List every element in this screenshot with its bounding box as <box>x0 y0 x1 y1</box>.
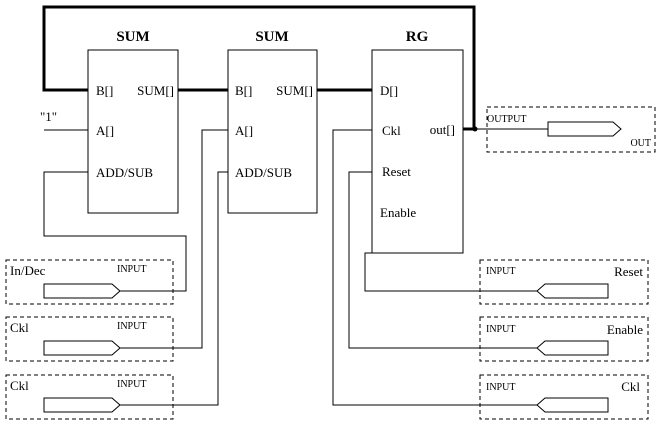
sum2-port-a: A[] <box>235 123 253 138</box>
sum1-port-b: B[] <box>96 83 113 98</box>
sum-block-1-body <box>87 49 179 214</box>
input-pin-reset-kind: INPUT <box>486 266 515 277</box>
input-pin-reset: INPUT Reset <box>479 259 649 305</box>
rg-block-body <box>371 49 464 254</box>
rg-port-out: out[] <box>430 122 455 137</box>
ckl2-wire <box>120 171 228 406</box>
output-pin-out: OUTPUT OUT <box>486 106 656 153</box>
rg-reset-wire <box>348 171 537 349</box>
input-pin-ckl-2-frame <box>5 374 174 420</box>
input-pin-ckl-rg-name: Ckl <box>621 379 640 394</box>
input-pin-ckl-1-frame <box>5 316 174 362</box>
input-pin-reset-shape <box>536 283 609 299</box>
input-pin-ckl-2: Ckl INPUT <box>5 374 174 420</box>
sum-block-2-title: SUM <box>255 29 288 45</box>
rg-port-reset: Reset <box>382 164 411 179</box>
input-pin-reset-name: Reset <box>614 264 643 279</box>
input-pin-ckl-2-name: Ckl <box>10 378 29 393</box>
input-pin-indec-name: In/Dec <box>10 263 46 278</box>
input-pin-enable-shape <box>536 340 609 356</box>
input-pin-indec-kind: INPUT <box>117 264 146 275</box>
input-pin-enable: INPUT Enable <box>479 316 649 362</box>
input-pin-ckl-1-kind: INPUT <box>117 321 146 332</box>
input-pin-enable-frame <box>479 316 649 362</box>
input-pin-ckl-rg-kind: INPUT <box>486 382 515 393</box>
rg-block-title: RG <box>406 29 429 45</box>
rg-ckl-wire <box>332 129 537 406</box>
junction-dot <box>472 126 478 132</box>
sum-block-1-title: SUM <box>116 29 149 45</box>
sum2-port-b: B[] <box>235 83 252 98</box>
input-pin-ckl-rg-shape <box>536 397 609 413</box>
input-pin-ckl-2-kind: INPUT <box>117 379 146 390</box>
input-pin-indec: In/Dec INPUT <box>5 259 174 305</box>
sum1-port-addsub: ADD/SUB <box>96 165 153 180</box>
sum1-port-sum: SUM[] <box>137 83 174 98</box>
input-pin-ckl-rg-frame <box>479 374 649 420</box>
sum-block-2-body <box>227 49 318 214</box>
input-pin-ckl-1-name: Ckl <box>10 320 29 335</box>
input-pin-ckl-rg: INPUT Ckl <box>479 374 649 420</box>
ckl1-wire <box>120 129 228 349</box>
sum-block-1: SUM B[] SUM[] A[] ADD/SUB <box>87 29 179 214</box>
sum2-port-sum: SUM[] <box>276 83 313 98</box>
output-pin-out-name: OUT <box>630 138 651 149</box>
sum1-port-a: A[] <box>96 123 114 138</box>
sum-block-2: SUM B[] SUM[] A[] ADD/SUB <box>227 29 318 214</box>
constant-one-label: "1" <box>40 109 57 124</box>
rg-port-d: D[] <box>380 83 398 98</box>
input-pin-enable-name: Enable <box>607 322 643 337</box>
rg-port-ckl: Ckl <box>382 123 401 138</box>
input-pin-enable-kind: INPUT <box>486 324 515 335</box>
rg-block: RG D[] Ckl out[] Reset Enable <box>371 29 464 254</box>
input-pin-ckl-1-shape <box>43 340 121 356</box>
output-pin-out-shape <box>547 121 622 137</box>
input-pin-reset-frame <box>479 259 649 305</box>
sum2-port-addsub: ADD/SUB <box>235 165 292 180</box>
input-pin-ckl-2-shape <box>43 397 121 413</box>
output-pin-out-frame <box>486 106 656 153</box>
output-pin-out-kind: OUTPUT <box>487 114 526 125</box>
input-pin-indec-frame <box>5 259 174 305</box>
input-pin-indec-shape <box>43 283 121 299</box>
rg-port-enable: Enable <box>380 205 416 220</box>
input-pin-ckl-1: Ckl INPUT <box>5 316 174 362</box>
indec-wire <box>43 171 187 292</box>
